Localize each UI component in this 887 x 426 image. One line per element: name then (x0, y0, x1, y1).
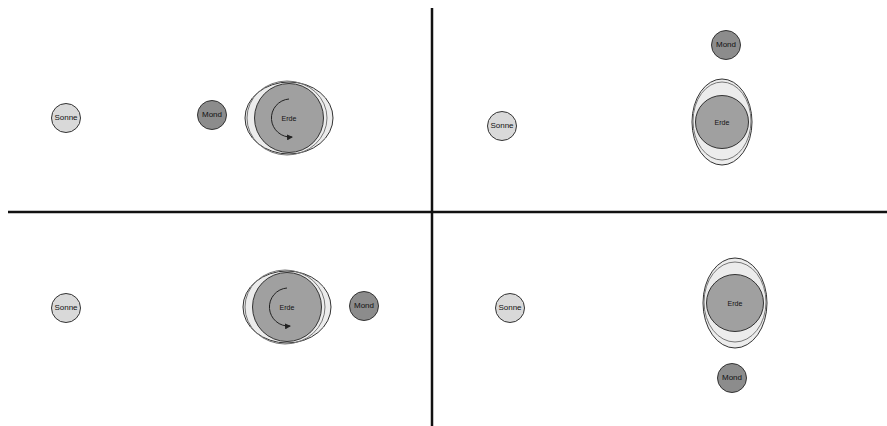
body-label: Erde (715, 119, 730, 126)
earth-circle: Erde (252, 272, 322, 342)
body-label: Mond (354, 302, 374, 310)
earth-circle: Erde (706, 274, 764, 332)
body-label: Erde (728, 300, 743, 307)
tidal-bulge (703, 258, 767, 348)
body-label: Sonne (54, 114, 77, 122)
earth-circle: Erde (695, 95, 749, 149)
tidal-bulge (692, 79, 752, 165)
moon-circle: Mond (717, 363, 747, 393)
tidal-bulge (693, 82, 751, 160)
moon-circle: Mond (197, 100, 227, 130)
divider-line (431, 8, 434, 426)
moon-circle: Mond (349, 291, 379, 321)
body-label: Mond (716, 41, 736, 49)
body-label: Erde (282, 115, 297, 122)
sun-circle: Sonne (51, 293, 81, 323)
sun-circle: Sonne (487, 111, 517, 141)
sun-circle: Sonne (495, 293, 525, 323)
sun-circle: Sonne (51, 103, 81, 133)
body-label: Sonne (498, 304, 521, 312)
moon-circle: Mond (711, 30, 741, 60)
tidal-bulge (245, 82, 333, 154)
tidal-bulge (245, 270, 325, 344)
body-label: Erde (280, 304, 295, 311)
body-label: Sonne (490, 122, 513, 130)
tidal-bulge (243, 271, 331, 343)
body-label: Sonne (54, 304, 77, 312)
body-label: Mond (722, 374, 742, 382)
tidal-bulge (704, 262, 766, 342)
body-label: Mond (202, 111, 222, 119)
earth-circle: Erde (254, 83, 324, 153)
tidal-bulge (247, 81, 327, 155)
divider-line (8, 211, 887, 214)
